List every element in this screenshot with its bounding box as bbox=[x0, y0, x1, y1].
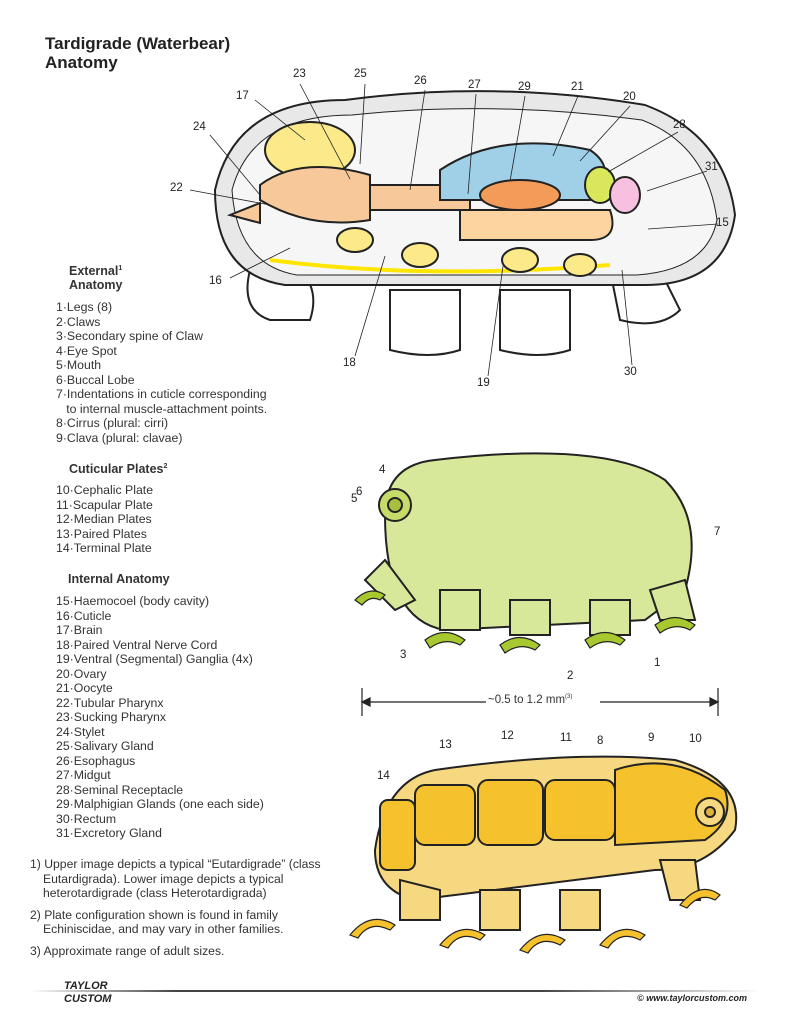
list-item: 5·Mouth bbox=[56, 358, 102, 372]
list-item: 7·Indentations in cuticle corresponding bbox=[56, 387, 267, 401]
callout-label: 14 bbox=[377, 770, 390, 782]
callout-label: 24 bbox=[193, 121, 206, 133]
list-item: 4·Eye Spot bbox=[56, 343, 117, 358]
eutardigrade-external-illustration bbox=[354, 452, 697, 654]
callout-label: 9 bbox=[648, 732, 655, 744]
callout-lines-upper bbox=[189, 83, 719, 377]
callout-label: 4 bbox=[379, 464, 386, 476]
page-title: Tardigrade (Waterbear)Anatomy bbox=[45, 34, 230, 72]
cuticular-plates-heading: Cuticular Plates2 bbox=[69, 460, 167, 476]
heading-text: Anatomy bbox=[69, 278, 123, 293]
list-item: 11·Scapular Plate bbox=[56, 497, 153, 512]
callout-label: 15 bbox=[716, 217, 729, 229]
list-item: 12·Median Plates bbox=[56, 512, 152, 526]
callout-label: 28 bbox=[673, 119, 686, 131]
callout-label: 27 bbox=[468, 79, 481, 91]
callout-label: 13 bbox=[439, 739, 452, 751]
list-item: 9·Clava (plural: clavae) bbox=[56, 430, 183, 445]
eutardigrade-internal-illustration bbox=[213, 90, 737, 356]
list-item: 23·Sucking Pharynx bbox=[56, 710, 167, 724]
list-item: 28·Seminal Receptacle bbox=[56, 782, 184, 797]
footnote: 2) Plate configuration shown is found in… bbox=[30, 907, 284, 937]
footer-rule bbox=[30, 990, 760, 992]
callout-label: 21 bbox=[571, 81, 584, 93]
copyright: © www.taylorcustom.com bbox=[637, 993, 747, 1003]
list-item: 21·Oocyte bbox=[56, 681, 113, 695]
callout-label: 29 bbox=[518, 81, 531, 93]
heading-text: Cuticular Plates bbox=[69, 462, 164, 477]
callout-label: 1 bbox=[654, 657, 661, 669]
callout-label: 10 bbox=[689, 733, 702, 745]
title-line-1: Tardigrade (Waterbear) bbox=[45, 34, 231, 53]
list-item: 2·Claws bbox=[56, 314, 101, 329]
internal-anatomy-heading: Internal Anatomy bbox=[68, 572, 170, 586]
callout-label: 3 bbox=[400, 649, 407, 661]
footnotes: 1) Upper image depicts a typical “Eutard… bbox=[30, 857, 350, 965]
callout-label: 20 bbox=[623, 91, 636, 103]
list-item: 19·Ventral (Segmental) Ganglia (4x) bbox=[56, 652, 253, 666]
list-item: 29·Malphigian Glands (one each side) bbox=[56, 797, 264, 811]
list-item: 25·Salivary Gland bbox=[56, 739, 154, 753]
footnote-ref: 2 bbox=[163, 463, 168, 470]
callout-label: 26 bbox=[414, 75, 427, 87]
list-item: 1·Legs (8) bbox=[56, 300, 113, 314]
footnote-ref: (3) bbox=[565, 694, 573, 701]
list-item: 14·Terminal Plate bbox=[56, 541, 152, 555]
callout-label: 5 bbox=[351, 493, 358, 505]
callout-label: 2 bbox=[567, 670, 574, 682]
callout-label: 23 bbox=[293, 68, 306, 80]
callout-label: 16 bbox=[209, 275, 222, 287]
list-item: 26·Esophagus bbox=[56, 753, 136, 768]
heterotardigrade-illustration bbox=[349, 755, 738, 954]
list-item: 16·Cuticle bbox=[56, 608, 112, 623]
callout-label: 17 bbox=[236, 90, 249, 102]
list-item: 15·Haemocoel (body cavity) bbox=[56, 594, 210, 608]
list-item: 3·Secondary spine of Claw bbox=[56, 329, 203, 343]
scale-text: ~0.5 to 1.2 mm bbox=[488, 694, 566, 706]
callout-label: 31 bbox=[705, 161, 718, 173]
list-item: 24·Stylet bbox=[56, 724, 105, 739]
footnote: 1) Upper image depicts a typical “Eutard… bbox=[30, 857, 321, 900]
callout-label: 11 bbox=[560, 732, 572, 744]
callout-label: 22 bbox=[170, 182, 183, 194]
list-item: 10·Cephalic Plate bbox=[56, 483, 154, 497]
footnote: 3) Approximate range of adult sizes. bbox=[30, 943, 225, 958]
logo-line: CUSTOM bbox=[64, 993, 112, 1005]
scale-label: ~0.5 to 1.2 mm(3) bbox=[488, 694, 572, 706]
list-item: 22·Tubular Pharynx bbox=[56, 695, 164, 710]
list-item: 17·Brain bbox=[56, 623, 103, 637]
list-item: 20·Ovary bbox=[56, 666, 107, 681]
callout-label: 25 bbox=[354, 68, 367, 80]
heading-text: External bbox=[69, 264, 119, 279]
list-item: 27·Midgut bbox=[56, 768, 111, 782]
list-item: 13·Paired Plates bbox=[56, 526, 147, 541]
list-item: 6·Buccal Lobe bbox=[56, 372, 135, 387]
callout-label: 6 bbox=[356, 486, 363, 498]
logo-line: TAYLOR bbox=[64, 980, 108, 992]
footnote-ref: 1 bbox=[118, 265, 123, 272]
callout-label: 19 bbox=[477, 377, 490, 389]
list-item: to internal muscle-attachment points. bbox=[56, 401, 268, 416]
callout-label: 30 bbox=[624, 366, 637, 378]
list-item: 31·Excretory Gland bbox=[56, 826, 162, 840]
callout-label: 18 bbox=[343, 357, 356, 369]
heading-text: Internal Anatomy bbox=[68, 572, 170, 586]
callout-label: 12 bbox=[501, 730, 514, 742]
callout-label: 8 bbox=[597, 735, 604, 747]
callout-label: 7 bbox=[714, 526, 721, 538]
scale-bar bbox=[360, 688, 720, 716]
list-item: 18·Paired Ventral Nerve Cord bbox=[56, 637, 218, 652]
list-item: 30·Rectum bbox=[56, 811, 117, 826]
title-line-2: Anatomy bbox=[45, 53, 118, 72]
list-item: 8·Cirrus (plural: cirri) bbox=[56, 416, 169, 430]
